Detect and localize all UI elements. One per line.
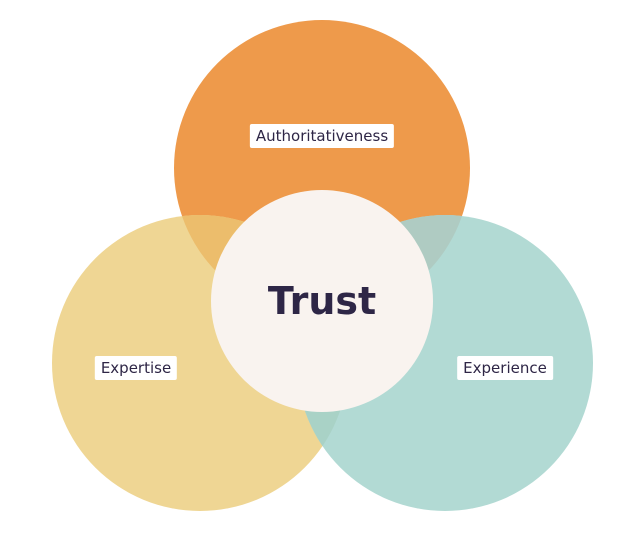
trust-title: Trust <box>267 279 377 323</box>
label-authoritativeness: Authoritativeness <box>249 124 395 148</box>
trust-circle <box>211 190 433 412</box>
label-experience: Experience <box>457 356 553 380</box>
label-expertise: Expertise <box>94 356 178 380</box>
